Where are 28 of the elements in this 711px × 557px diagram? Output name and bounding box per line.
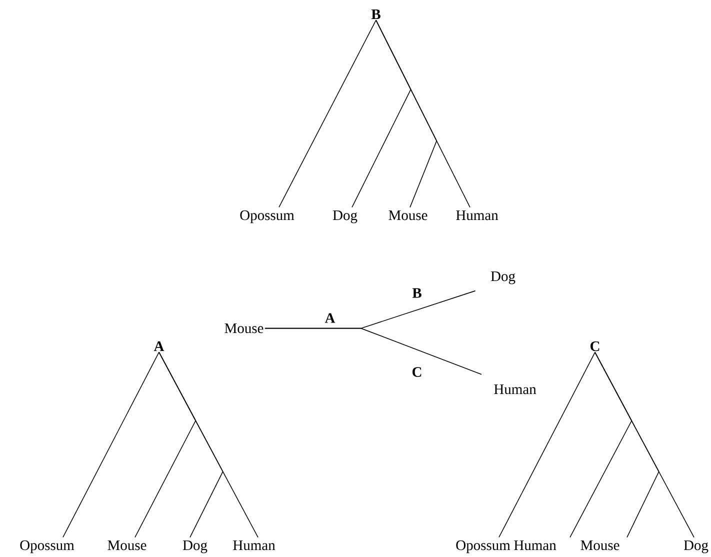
tree-branch — [278, 20, 376, 208]
species-label: Dog — [332, 210, 358, 224]
species-label: Mouse — [580, 540, 620, 550]
branch-label: A — [324, 313, 336, 323]
tree-branch — [594, 352, 694, 538]
branch-label: C — [412, 367, 422, 377]
species-label: Human — [514, 540, 556, 550]
species-label: Mouse — [224, 324, 264, 334]
species-label: Dog — [490, 272, 516, 284]
tree-root-label: C — [590, 341, 600, 352]
tree-root-label: B — [371, 10, 380, 20]
species-label: Opossum — [20, 540, 74, 554]
species-label: Dog — [182, 540, 208, 554]
species-label: Opossum — [240, 210, 294, 224]
species-label: Opossum — [456, 540, 510, 554]
species-label: Human — [233, 540, 276, 550]
species-label: Human — [456, 210, 498, 220]
tree-branch — [62, 352, 160, 538]
species-label: Dog — [684, 540, 708, 554]
tree-root-label: A — [154, 341, 164, 351]
tree-branch — [376, 20, 470, 208]
tree-branch — [264, 328, 482, 375]
species-label: Mouse — [108, 540, 146, 550]
species-label: Mouse — [388, 210, 428, 220]
branch-label: B — [412, 288, 422, 298]
tree-branch — [158, 352, 258, 538]
species-label: Human — [494, 384, 536, 394]
tree-branch — [498, 352, 596, 538]
